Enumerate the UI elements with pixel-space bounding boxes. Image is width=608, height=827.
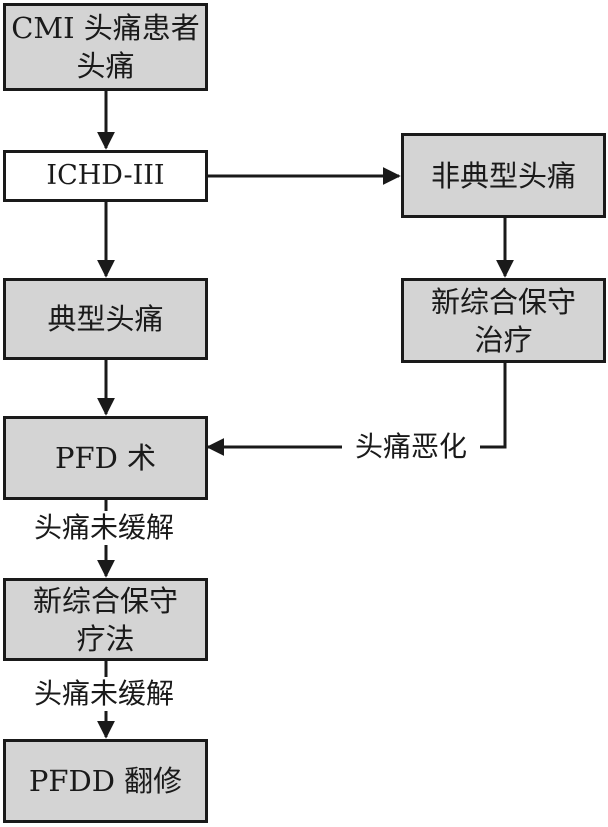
node-atypical: 非典型头痛 — [401, 133, 606, 218]
node-pfdd: PFDD 翻修 — [3, 739, 208, 823]
node-typical: 典型头痛 — [3, 278, 208, 360]
node-atypical-label: 非典型头痛 — [430, 158, 576, 193]
node-ichd: ICHD-III — [3, 150, 208, 202]
node-pfdd-label: PFDD 翻修 — [28, 764, 183, 798]
node-pfd-label: PFD 术 — [54, 441, 157, 475]
node-typical-label: 典型头痛 — [47, 302, 164, 336]
edge-label-unrelieved-2: 头痛未缓解 — [18, 677, 190, 711]
node-new-conservative-treatment-label: 新综合保守 治疗 — [430, 284, 576, 357]
node-new-conservative-therapy: 新综合保守 疗法 — [3, 578, 208, 661]
node-cmi-patients: CMI 头痛患者 头痛 — [3, 3, 208, 91]
node-new-conservative-treatment: 新综合保守 治疗 — [401, 278, 606, 363]
node-cmi-patients-label: CMI 头痛患者 头痛 — [11, 11, 200, 83]
node-new-conservative-therapy-label: 新综合保守 疗法 — [32, 583, 178, 656]
edge-label-unrelieved-1: 头痛未缓解 — [18, 511, 190, 545]
edge-conservative-to-pfd — [206, 363, 507, 456]
edge-label-worsening: 头痛恶化 — [342, 430, 480, 464]
node-ichd-label: ICHD-III — [46, 160, 165, 191]
node-pfd: PFD 术 — [3, 416, 208, 500]
